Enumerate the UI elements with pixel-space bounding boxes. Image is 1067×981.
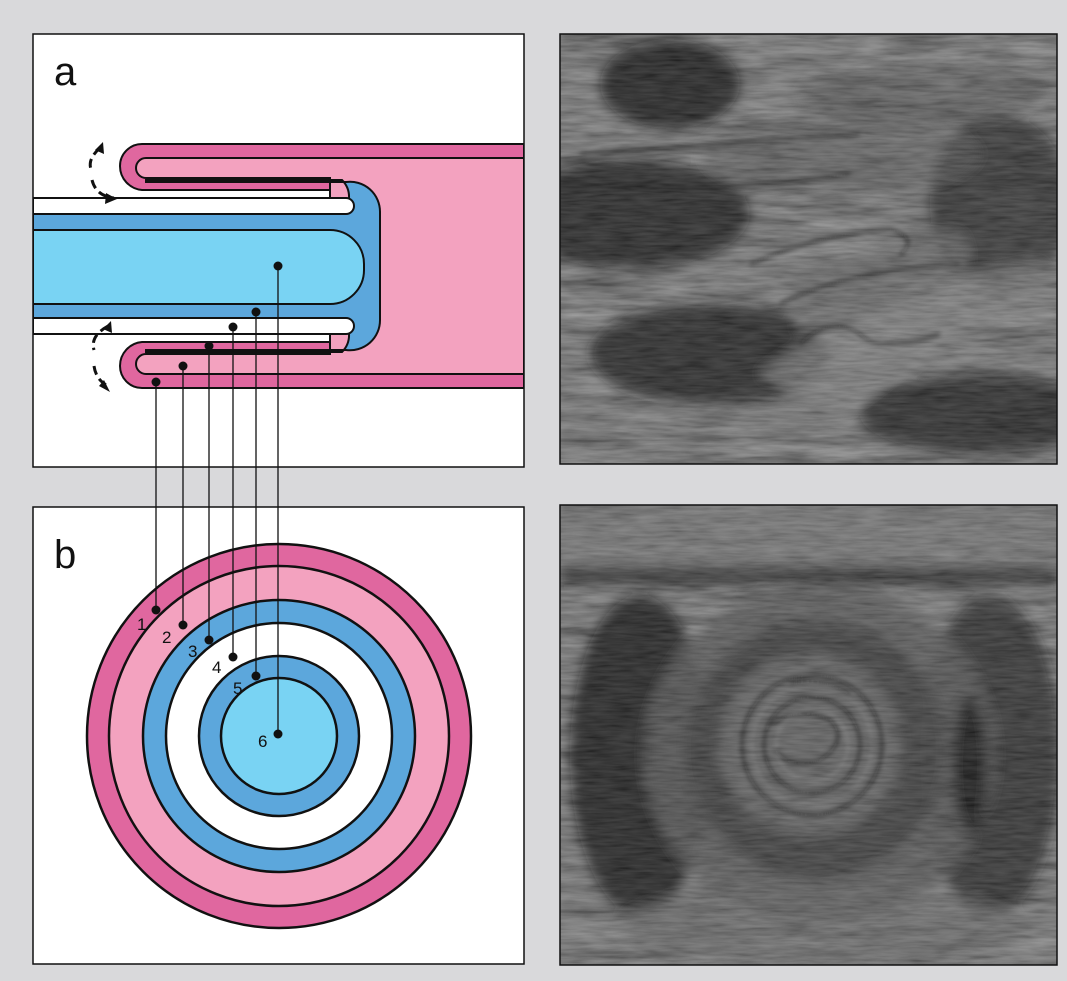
- dot-icon: [179, 362, 188, 371]
- layer-label-6: 6: [258, 732, 267, 751]
- layer-label-1: 1: [137, 615, 146, 634]
- dot-icon: [152, 606, 161, 615]
- outer-lumen-lower: [33, 318, 354, 334]
- ultrasound-transverse: [560, 505, 1060, 965]
- dot-icon: [229, 653, 238, 662]
- dot-icon: [252, 308, 261, 317]
- dot-icon: [152, 378, 161, 387]
- dot-icon: [252, 672, 261, 681]
- outer-lumen-upper: [33, 198, 354, 214]
- dot-icon: [274, 262, 283, 271]
- panel-a-label: a: [54, 50, 77, 94]
- panel-b-label: b: [54, 533, 76, 577]
- dot-icon: [205, 342, 214, 351]
- dot-icon: [274, 730, 283, 739]
- entering-limb: [33, 230, 364, 304]
- ultrasound-longitudinal: [510, 34, 1067, 464]
- layer-label-2: 2: [162, 628, 171, 647]
- layer-label-4: 4: [212, 658, 221, 677]
- dot-icon: [229, 323, 238, 332]
- layer-label-5: 5: [233, 679, 242, 698]
- layer-label-3: 3: [188, 642, 197, 661]
- dot-icon: [179, 621, 188, 630]
- dot-icon: [205, 636, 214, 645]
